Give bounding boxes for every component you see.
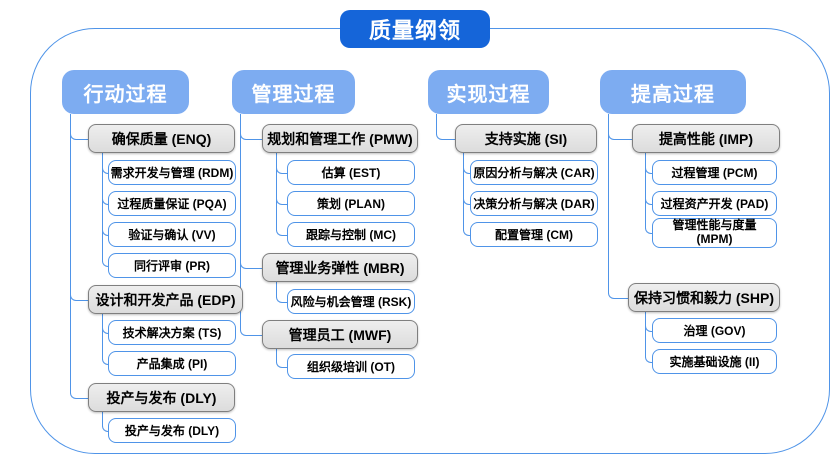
node-mbr: 管理业务弹性 (MBR) <box>262 253 418 282</box>
connector-line <box>276 282 288 303</box>
node-pmw: 规划和管理工作 (PMW) <box>262 124 418 153</box>
node-enq: 确保质量 (ENQ) <box>88 124 235 153</box>
node-edp: 设计和开发产品 (EDP) <box>88 285 243 314</box>
node-pr: 同行评审 (PR) <box>108 253 236 278</box>
node-pcm: 过程管理 (PCM) <box>652 160 777 185</box>
connector-line <box>102 412 109 432</box>
node-imp: 提高性能 (IMP) <box>632 124 780 153</box>
connector-line <box>102 314 109 365</box>
connector-line <box>240 114 263 336</box>
node-dar: 决策分析与解决 (DAR) <box>470 191 598 216</box>
node-plan: 策划 (PLAN) <box>287 191 415 216</box>
header-realization-process: 实现过程 <box>428 70 549 114</box>
diagram-title: 质量纲领 <box>340 10 490 48</box>
header-management-process: 管理过程 <box>232 70 355 114</box>
node-ts: 技术解决方案 (TS) <box>108 320 236 345</box>
node-si: 支持实施 (SI) <box>455 124 597 153</box>
node-mwf: 管理员工 (MWF) <box>262 320 418 349</box>
connector-line <box>608 114 629 299</box>
node-gov: 治理 (GOV) <box>652 318 777 343</box>
node-rsk: 风险与机会管理 (RSK) <box>287 289 415 314</box>
node-ot: 组织级培训 (OT) <box>287 354 415 379</box>
connector-line <box>645 312 653 363</box>
node-pad: 过程资产开发 (PAD) <box>652 191 777 216</box>
header-improvement-process: 提高过程 <box>600 70 746 114</box>
connector-line <box>276 349 288 368</box>
header-action-process: 行动过程 <box>62 70 189 114</box>
connector-line <box>463 153 471 236</box>
node-vv: 验证与确认 (VV) <box>108 222 236 247</box>
node-pi: 产品集成 (PI) <box>108 351 236 376</box>
connector-line <box>102 153 109 267</box>
node-rdm: 需求开发与管理 (RDM) <box>108 160 236 185</box>
connector-line <box>70 114 89 399</box>
node-shp: 保持习惯和毅力 (SHP) <box>628 283 780 312</box>
node-pqa: 过程质量保证 (PQA) <box>108 191 236 216</box>
node-mc: 跟踪与控制 (MC) <box>287 222 415 247</box>
node-ii: 实施基础设施 (II) <box>652 349 777 374</box>
node-est: 估算 (EST) <box>287 160 415 185</box>
connector-line <box>276 153 288 236</box>
node-dly: 投产与发布 (DLY) <box>88 383 235 412</box>
node-dly-sub: 投产与发布 (DLY) <box>108 418 236 443</box>
node-car: 原因分析与解决 (CAR) <box>470 160 598 185</box>
connector-line <box>436 114 456 140</box>
node-cm: 配置管理 (CM) <box>470 222 598 247</box>
node-mpm: 管理性能与度量 (MPM) <box>652 218 777 248</box>
connector-line <box>645 153 653 234</box>
